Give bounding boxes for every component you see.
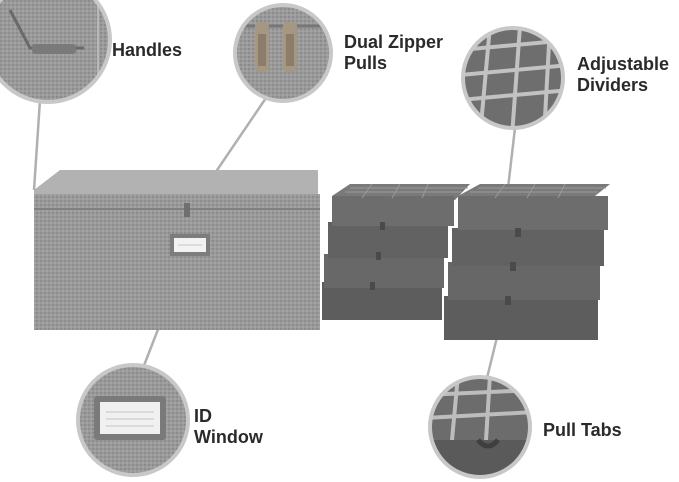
callout-id-window-line-1: ID (194, 406, 212, 426)
pull-tab (370, 282, 375, 290)
pull-tab (510, 262, 516, 271)
pull-tab (515, 228, 521, 237)
tray-left-2 (328, 222, 448, 258)
tray-left-3 (324, 254, 444, 288)
callout-dividers-line-1: Adjustable (577, 54, 670, 74)
pull-tab (505, 296, 511, 305)
callout-id-window-line-2: Window (194, 427, 263, 447)
pull-tab (376, 252, 381, 260)
callout-zipper-line-1: Dual Zipper (344, 32, 444, 52)
callout-pull-tabs-line-1: Pull Tabs (543, 420, 622, 440)
tray-stack-left (322, 183, 470, 320)
box-lid-front (34, 194, 320, 210)
id-window-detail (76, 363, 190, 477)
tray-right-2 (452, 228, 604, 266)
callout-zipper: Dual Zipper Pulls (344, 32, 443, 74)
pull-tabs-detail (428, 375, 532, 479)
callout-handles: Handles (112, 40, 182, 61)
storage-box (34, 170, 320, 330)
callout-pull-tabs: Pull Tabs (543, 420, 622, 441)
zipper-detail (233, 3, 333, 103)
tray-right-4 (444, 296, 598, 340)
handles-detail (0, 0, 112, 104)
pull-tab-loop (476, 438, 500, 449)
zipper-pull (184, 203, 190, 217)
tray-right-3 (448, 262, 600, 300)
tray-stack-right (444, 183, 610, 340)
tray-right-1 (458, 196, 608, 230)
tray-left-4 (322, 282, 442, 320)
callout-handles-line-1: Handles (112, 40, 183, 60)
callout-dividers-line-2: Dividers (577, 75, 649, 95)
box-body (34, 208, 320, 330)
dividers-line (506, 127, 517, 189)
dividers-detail (461, 26, 565, 130)
callout-id-window: ID Window (194, 406, 263, 448)
tray-left-1 (332, 196, 454, 226)
id-window-closeup-card (100, 402, 160, 434)
callout-zipper-line-2: Pulls (344, 53, 388, 73)
handles-line (32, 99, 42, 191)
callout-dividers: Adjustable Dividers (577, 54, 669, 96)
pull-tab (380, 222, 385, 230)
